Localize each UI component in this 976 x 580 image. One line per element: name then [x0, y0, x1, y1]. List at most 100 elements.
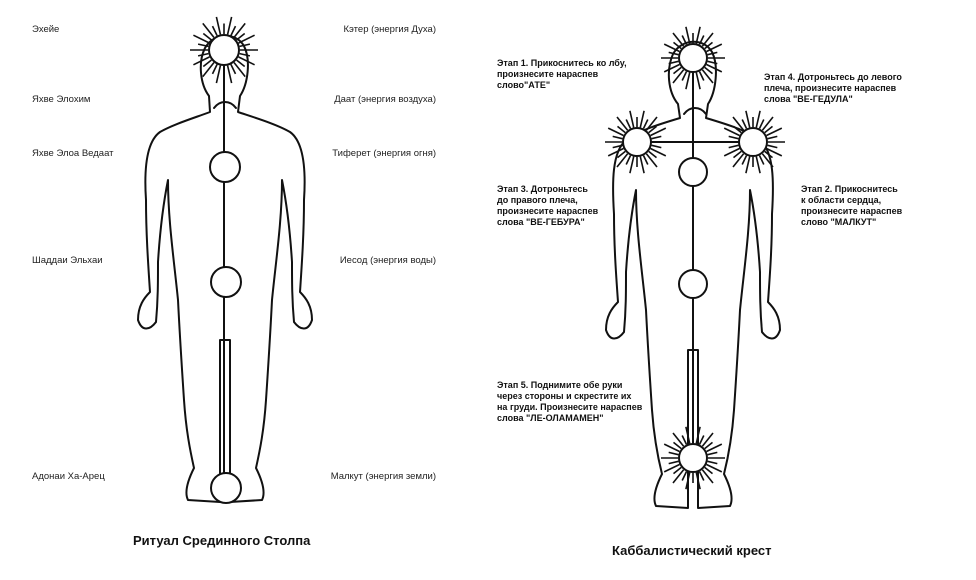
- left-shoulder-ray: [761, 116, 774, 131]
- feet-ray: [672, 469, 685, 484]
- kether-ray: [197, 43, 209, 48]
- right-shoulder-ray: [639, 156, 645, 174]
- right-shoulder-ray: [617, 125, 626, 134]
- left-shoulder-ray: [741, 119, 748, 129]
- left-shoulder-ray: [755, 156, 761, 174]
- feet-ray: [701, 432, 714, 447]
- right-shoulder-ray: [648, 125, 657, 134]
- forehead-ray: [685, 26, 691, 44]
- forehead-ray: [685, 72, 691, 90]
- feet-ray: [707, 460, 718, 465]
- kether-ray: [193, 34, 210, 44]
- left-shoulder-ray: [728, 144, 739, 149]
- left-shoulder-ray: [733, 150, 742, 159]
- feet-ray: [672, 432, 685, 447]
- kether-ray: [193, 56, 210, 66]
- feet-ray: [706, 463, 723, 473]
- forehead-ray: [701, 32, 714, 47]
- forehead-ray: [681, 71, 688, 81]
- left-shoulder-ray: [745, 156, 751, 174]
- feet-ray: [707, 451, 718, 456]
- forehead-ray: [704, 41, 713, 50]
- left-shoulder-ray: [732, 116, 745, 131]
- feet-ray: [681, 471, 688, 481]
- forehead-ray: [672, 69, 685, 84]
- right-shoulder-ray: [607, 147, 624, 157]
- feet-ray: [663, 463, 680, 473]
- kether-ray: [230, 64, 237, 75]
- yesod-sphere: [210, 266, 242, 298]
- left-shoulder-ray: [761, 153, 774, 168]
- feet-ray: [673, 441, 682, 450]
- feet-ray: [663, 443, 680, 453]
- right-shoulder-ray: [648, 150, 657, 159]
- left-shoulder-ray: [723, 127, 740, 137]
- body-silhouette: [605, 40, 781, 509]
- feet-ray: [695, 472, 701, 490]
- right-shoulder-ray: [651, 135, 662, 140]
- tiphareth-sphere: [209, 151, 241, 183]
- left-shoulder-ray: [766, 147, 783, 157]
- right-shoulder-ray: [625, 155, 632, 165]
- left-shoulder-ray: [733, 125, 742, 134]
- feet-ray: [685, 472, 691, 490]
- kether-ray: [230, 25, 237, 36]
- right-shoulder-ray: [639, 110, 645, 128]
- sephira-label: Иесод (энергия воды): [339, 255, 436, 266]
- left-shoulder-ray: [732, 153, 745, 168]
- left-shoulder-ray: [755, 110, 761, 128]
- left-shoulder-ray: [758, 119, 765, 129]
- right-shoulder-ray: [629, 110, 635, 128]
- feet-ray: [704, 466, 713, 475]
- left-shoulder-ray: [767, 135, 778, 140]
- kether-rays: [190, 16, 258, 84]
- left-shoulder-ray: [764, 150, 773, 159]
- kether-ray: [202, 62, 215, 78]
- kether-ray: [233, 62, 246, 78]
- feet-ray: [701, 469, 714, 484]
- right-shoulder-ray: [642, 119, 649, 129]
- kether-ray: [202, 22, 215, 38]
- forehead-ray: [698, 71, 705, 81]
- divine-name-label: Яхве Элохим: [32, 94, 91, 105]
- forehead-ray: [663, 43, 680, 53]
- step-1-instruction: Этап 1. Прикоснитесь ко лбу, произнесите…: [497, 58, 627, 90]
- kether-ray: [215, 65, 222, 84]
- kether-sphere: [208, 34, 240, 66]
- forehead-ray: [695, 26, 701, 44]
- malkuth-sphere: [210, 472, 242, 504]
- forehead-ray: [706, 63, 723, 73]
- right-shoulder-ray: [642, 155, 649, 165]
- feet-ray: [698, 435, 705, 445]
- right-shoulder-ray: [612, 135, 623, 140]
- kether-ray: [211, 25, 218, 36]
- kether-ray: [236, 32, 246, 41]
- human-figure-outline: [605, 40, 781, 509]
- left-shoulder-ray: [728, 135, 739, 140]
- forehead-ray: [698, 35, 705, 45]
- kabbalistic-cross-title: Каббалистический крест: [612, 543, 772, 558]
- kether-ray: [211, 64, 218, 75]
- forehead-ray: [707, 51, 718, 56]
- kether-ray: [226, 16, 233, 35]
- feet-ray: [698, 471, 705, 481]
- right-shoulder-ray: [651, 144, 662, 149]
- kether-ray: [226, 65, 233, 84]
- forehead-ray: [695, 72, 701, 90]
- step-5-instruction: Этап 5. Поднимите обе руки через стороны…: [497, 380, 643, 423]
- forehead-ray: [701, 69, 714, 84]
- step-4-instruction: Этап 4. Дотроньтесь до левого плеча, про…: [764, 72, 902, 104]
- divine-name-label: Шаддаи Эльхаи: [32, 255, 103, 266]
- kether-ray: [239, 43, 251, 48]
- sephira-label: Малкут (энергия земли): [330, 471, 436, 482]
- energy-rays: [605, 26, 785, 490]
- kether-ray: [238, 34, 255, 44]
- sephira-label: Кэтер (энергия Духа): [343, 24, 437, 35]
- right-shoulder-ray: [625, 119, 632, 129]
- left-shoulder-ray: [745, 110, 751, 128]
- middle-pillar-title: Ритуал Срединного Столпа: [133, 533, 311, 548]
- right-shoulder-ray: [607, 127, 624, 137]
